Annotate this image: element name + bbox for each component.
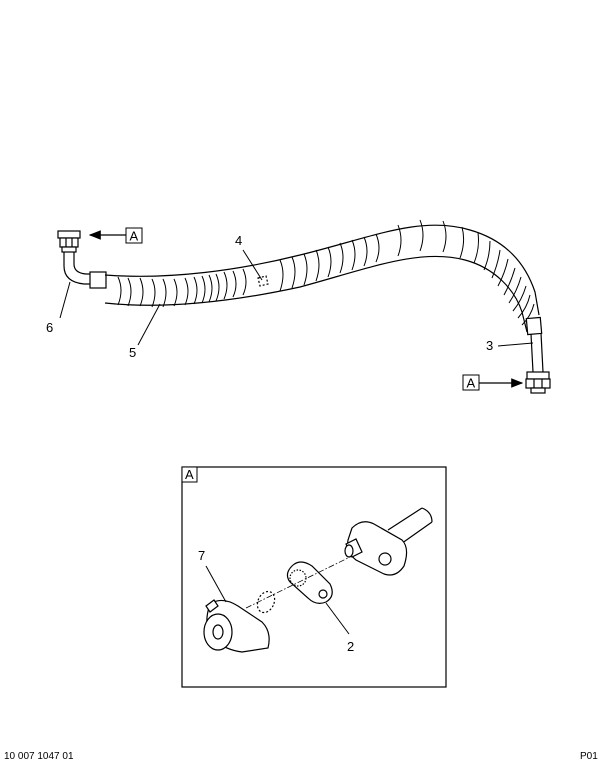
- leader-2: [325, 602, 350, 635]
- view-ref-left-label: A: [130, 229, 139, 244]
- footer-drawing-number: 10 007 1047 01: [4, 751, 74, 761]
- view-ref-right: A: [462, 374, 524, 391]
- seal-ring: [256, 590, 276, 614]
- detail-view-a: A 7 2: [181, 466, 447, 688]
- left-bent-tube: [63, 252, 92, 285]
- spiral-wrap: [117, 219, 535, 326]
- mating-block-bore: [212, 624, 224, 640]
- leader-lines: [59, 249, 534, 347]
- mating-block-tab: [205, 599, 219, 613]
- leader-3: [497, 342, 534, 347]
- alignment-axis: [245, 557, 349, 609]
- gasket-opening: [289, 569, 307, 587]
- view-ref-left: A: [88, 227, 143, 244]
- callout-3: 3: [486, 338, 493, 353]
- hidden-clip-detail: [257, 275, 269, 287]
- callout-6: 6: [46, 320, 53, 335]
- leader-7: [205, 565, 227, 603]
- leader-6: [59, 281, 71, 319]
- left-fitting: [57, 230, 81, 253]
- callout-7: 7: [198, 548, 205, 563]
- hose-outline-lower: [104, 255, 528, 333]
- right-fitting: [525, 371, 551, 394]
- view-ref-right-label: A: [467, 376, 476, 391]
- gasket-bolt-hole: [318, 589, 328, 599]
- right-ferrule: [525, 316, 543, 336]
- detail-tag-label: A: [185, 467, 194, 482]
- leader-4: [242, 249, 263, 281]
- callout-4: 4: [235, 233, 242, 248]
- leader-5: [137, 303, 161, 346]
- detail-tag: [181, 466, 198, 483]
- hose-outline-upper: [104, 224, 540, 316]
- right-tube: [530, 332, 544, 373]
- flange-hole: [378, 552, 392, 566]
- fitting-nipple-end: [344, 544, 354, 558]
- hose-assembly: [57, 219, 551, 394]
- footer-page-code: P01: [580, 751, 598, 761]
- callout-5: 5: [129, 345, 136, 360]
- callout-2: 2: [347, 639, 354, 654]
- left-ferrule: [89, 271, 107, 289]
